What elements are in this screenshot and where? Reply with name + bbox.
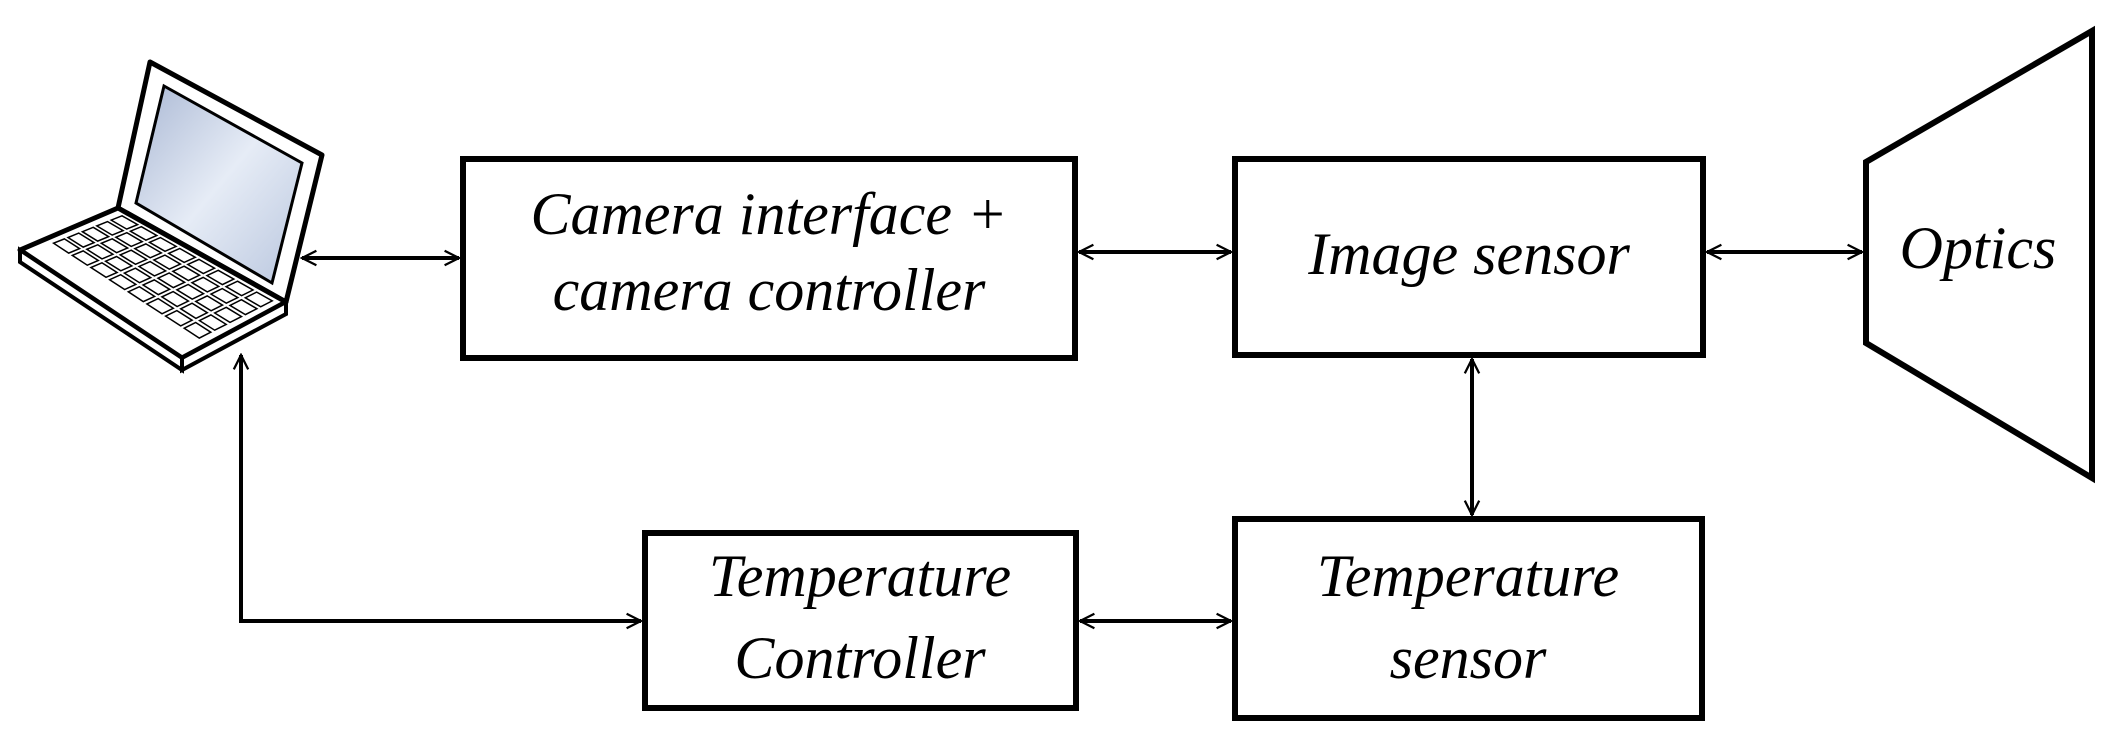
keyboard-key: [70, 250, 100, 267]
keyboard-key: [152, 254, 183, 271]
keyboard-key: [209, 287, 240, 305]
keyboard-key: [128, 225, 159, 242]
keyboard-key: [224, 280, 255, 297]
keyboard-key: [137, 260, 168, 277]
keyboard-key: [114, 231, 144, 248]
keyboard-key: [108, 273, 138, 291]
keyboard-key: [85, 243, 115, 260]
keyboard-key: [147, 236, 178, 253]
keyboard-key: [190, 276, 221, 293]
keyboard-key: [51, 238, 82, 254]
keyboard-key: [118, 249, 149, 266]
keyboard-key: [171, 265, 202, 282]
optics-label: Optics: [1900, 215, 2057, 281]
temperature-sensor-block: Temperature sensor: [1232, 516, 1705, 721]
keyboard-key: [186, 258, 217, 275]
keyboard-key: [126, 285, 157, 303]
optics-block: Optics: [1863, 25, 2095, 484]
keyboard-key: [194, 295, 225, 312]
keyboard-key: [141, 279, 172, 296]
keyboard-key: [167, 247, 197, 264]
keyboard-key: [156, 272, 187, 289]
temperature-controller-block: Temperature Controller: [642, 530, 1079, 711]
keyboard-key: [182, 321, 213, 339]
keyboard-key: [103, 255, 134, 272]
keyboard-key: [122, 267, 153, 284]
keyboard-key: [66, 232, 96, 248]
camera-interface-label-line2: camera controller: [553, 257, 986, 323]
keyboard-key: [213, 306, 244, 324]
keyboard-key: [80, 226, 111, 242]
laptop-temperature-controller-arrow: [241, 355, 641, 621]
keyboard-key: [99, 237, 130, 254]
temperature-sensor-label-line2: sensor: [1390, 625, 1547, 691]
keyboard-key: [160, 290, 190, 308]
keyboard-key: [164, 309, 194, 327]
keyboard-key: [95, 220, 125, 236]
camera-interface-block: Camera interface + camera controller: [460, 156, 1078, 361]
keyboard-key: [175, 283, 206, 301]
keyboard-key: [179, 302, 209, 320]
keyboard-key: [133, 243, 163, 259]
laptop-icon: [17, 59, 325, 374]
temperature-controller-label-line1: Temperature: [709, 543, 1011, 609]
keyboard-key: [243, 291, 274, 308]
keyboard-key: [205, 269, 236, 286]
keyboard-key: [145, 297, 175, 315]
keyboard-key: [89, 261, 119, 279]
keyboard-key: [228, 298, 259, 316]
image-sensor-label: Image sensor: [1307, 221, 1630, 287]
image-sensor-block: Image sensor: [1232, 156, 1706, 358]
camera-interface-label-line1: Camera interface +: [530, 181, 1007, 247]
keyboard-key: [197, 314, 228, 332]
keyboard-key: [109, 214, 140, 230]
temperature-controller-label-line2: Controller: [734, 625, 986, 691]
temperature-sensor-label-line1: Temperature: [1317, 543, 1619, 609]
